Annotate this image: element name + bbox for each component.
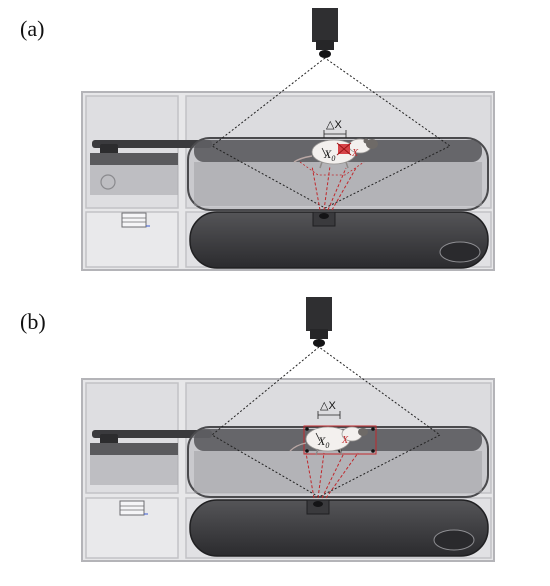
support-arm	[92, 140, 212, 148]
top-camera-body	[306, 297, 332, 331]
panel-a: (a)	[0, 0, 550, 290]
tracking-bounding-box	[303, 425, 377, 455]
left-shelf	[90, 443, 178, 455]
camera-field-of-view	[211, 57, 451, 209]
panel-b: (b)	[0, 293, 550, 583]
x-label: X	[351, 148, 359, 159]
apparatus-diagram-b: △X X0 X	[40, 297, 520, 573]
treadmill-belt	[189, 211, 489, 269]
left-shelf-shadow	[90, 455, 178, 485]
belt-roller	[433, 529, 475, 551]
belt-roller	[439, 241, 481, 263]
left-shelf-shadow	[90, 165, 178, 195]
treadmill-belt	[189, 499, 489, 557]
rat-illustration	[289, 426, 368, 456]
small-panel	[121, 212, 147, 228]
x0-label: X0	[317, 434, 329, 450]
rat-illustration	[293, 138, 378, 169]
delta-x-label: △X	[326, 119, 342, 131]
top-camera-body	[312, 8, 338, 42]
x0-label: X0	[323, 147, 335, 163]
x-label: X	[341, 435, 349, 446]
small-panel	[119, 500, 145, 516]
apparatus-diagram-a: △X X0 X	[40, 8, 520, 280]
left-shelf	[90, 153, 178, 165]
panel-label-b: (b)	[20, 309, 46, 334]
top-camera-lens	[313, 339, 325, 347]
delta-x-label: △X	[320, 400, 336, 412]
panel-label-a: (a)	[20, 16, 45, 41]
top-camera-lens	[319, 50, 331, 58]
camera-field-of-view	[211, 346, 441, 498]
left-knob	[100, 174, 116, 190]
support-arm	[92, 430, 212, 438]
